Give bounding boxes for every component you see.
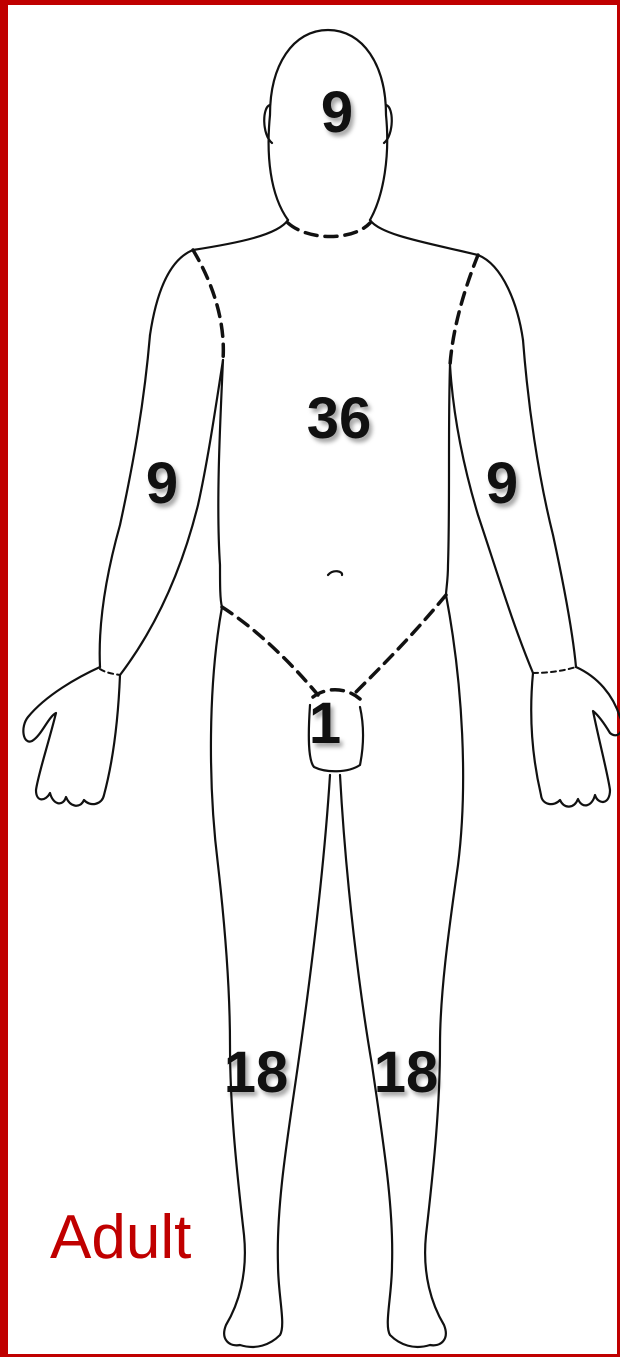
left-wrist-boundary [533, 667, 576, 673]
figure-caption: Adult [50, 1207, 191, 1269]
right-wrist-boundary [100, 669, 120, 675]
trunk-percent-label: 36 [307, 390, 372, 448]
left-arm-percent-label: 9 [486, 455, 518, 513]
left-leg-percent-label: 18 [374, 1044, 439, 1102]
neck-boundary [288, 223, 370, 237]
right-shoulder-boundary [193, 250, 223, 360]
right-arm-percent-label: 9 [146, 455, 178, 513]
perineum-percent-label: 1 [309, 695, 341, 753]
right-leg-percent-label: 18 [224, 1044, 289, 1102]
head-percent-label: 9 [321, 84, 353, 142]
body-outline [8, 5, 620, 1362]
groin-boundary-right [222, 607, 318, 695]
left-shoulder-boundary [450, 255, 478, 365]
groin-boundary-left [353, 595, 446, 695]
left-leg-outline [340, 595, 463, 1347]
